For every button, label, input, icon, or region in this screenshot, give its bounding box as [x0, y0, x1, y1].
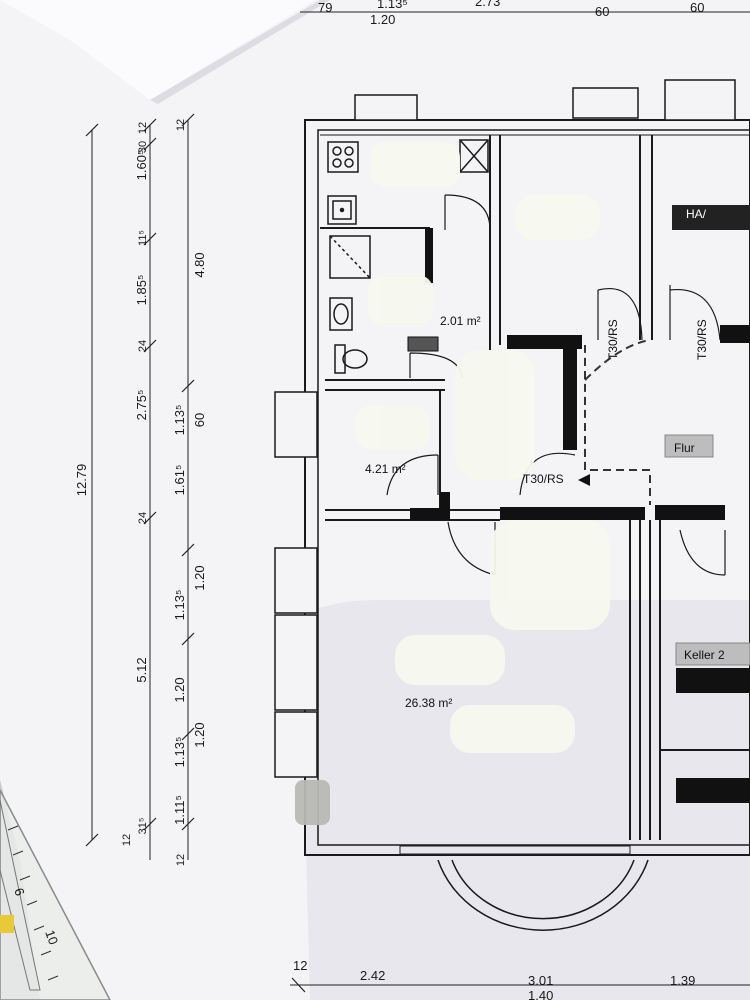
svg-text:1.60⁵: 1.60⁵: [134, 150, 149, 181]
interior-walls: [320, 135, 750, 840]
svg-text:60: 60: [192, 413, 207, 427]
svg-text:Keller 2: Keller 2: [684, 648, 725, 662]
arrow-marker: [578, 474, 590, 486]
solid-walls: [410, 205, 750, 803]
svg-text:1.39: 1.39: [670, 973, 695, 988]
svg-text:12: 12: [293, 958, 307, 973]
svg-text:1.11⁵: 1.11⁵: [172, 795, 187, 825]
svg-text:12: 12: [121, 834, 133, 846]
svg-text:60: 60: [595, 4, 609, 19]
keller2-tag: Keller 2: [675, 642, 750, 666]
svg-text:79: 79: [318, 0, 332, 15]
toilet: [334, 344, 368, 374]
balcony: [437, 859, 649, 931]
left-dimension-text: 12.79 1.60⁵ 12 30 11⁵ 1.85⁵ 24 2.75⁵ 24 …: [74, 119, 207, 866]
svg-text:60: 60: [690, 0, 704, 15]
svg-text:12: 12: [137, 122, 149, 134]
svg-text:24: 24: [137, 512, 149, 524]
svg-text:1.13⁵: 1.13⁵: [377, 0, 408, 11]
living-area-label: 26.38 m²: [405, 696, 452, 710]
svg-text:1.61⁵: 1.61⁵: [172, 465, 187, 496]
folded-sheet: [0, 0, 315, 100]
sink: [327, 195, 357, 225]
stove: [327, 141, 359, 173]
door-rating-2: T30/RS: [695, 319, 709, 360]
hallway-dashes: [583, 339, 651, 505]
svg-text:1.20: 1.20: [172, 677, 187, 702]
svg-text:12.79: 12.79: [74, 464, 89, 497]
bottom-dimensions: 12 2.42 3.01 1.40 1.39: [290, 958, 750, 1000]
small-room-area-label: 4.21 m²: [365, 462, 406, 476]
svg-text:1.13⁵: 1.13⁵: [172, 737, 187, 768]
svg-text:1.13⁵: 1.13⁵: [172, 405, 187, 436]
window-projections: [274, 79, 736, 778]
svg-text:2.73: 2.73: [475, 0, 500, 9]
svg-text:1.20: 1.20: [192, 565, 207, 590]
svg-text:6: 6: [11, 886, 28, 898]
flur-tag: Flur: [664, 434, 714, 458]
door-rating-1: T30/RS: [606, 319, 620, 360]
door-rating-3: T30/RS: [523, 472, 564, 486]
svg-text:30: 30: [137, 141, 149, 153]
svg-text:Flur: Flur: [674, 441, 695, 455]
svg-text:24: 24: [137, 340, 149, 352]
svg-text:1.85⁵: 1.85⁵: [134, 275, 149, 306]
shaft: [459, 139, 489, 173]
svg-text:3.01: 3.01: [528, 973, 553, 988]
svg-text:11⁵: 11⁵: [137, 230, 149, 246]
left-dimension-chains: [91, 120, 189, 860]
correction-marks: [295, 142, 610, 825]
bath-pipe: [407, 336, 439, 352]
triangle-ruler: 6 10: [0, 789, 111, 1000]
svg-text:10: 10: [42, 928, 61, 947]
ha-label: HA/: [686, 207, 707, 221]
svg-text:1.13⁵: 1.13⁵: [172, 590, 187, 621]
svg-text:31⁵: 31⁵: [137, 818, 149, 835]
bath-area-label: 2.01 m²: [440, 314, 481, 328]
svg-text:2.42: 2.42: [360, 968, 385, 983]
svg-text:12: 12: [175, 119, 187, 131]
shower: [329, 235, 371, 279]
left-dim-ticks: [85, 113, 195, 847]
exterior-walls: [304, 119, 750, 856]
svg-text:12: 12: [175, 854, 187, 866]
top-dimensions: 79 1.13⁵ 1.20 2.73 60 60: [300, 0, 750, 27]
svg-text:1.20: 1.20: [192, 722, 207, 747]
svg-text:2.75⁵: 2.75⁵: [134, 390, 149, 421]
svg-text:1.20: 1.20: [370, 12, 395, 27]
washbasin: [329, 297, 353, 331]
svg-text:5.12: 5.12: [134, 657, 149, 682]
svg-text:4.80: 4.80: [192, 252, 207, 277]
svg-text:1.40: 1.40: [528, 988, 553, 1000]
